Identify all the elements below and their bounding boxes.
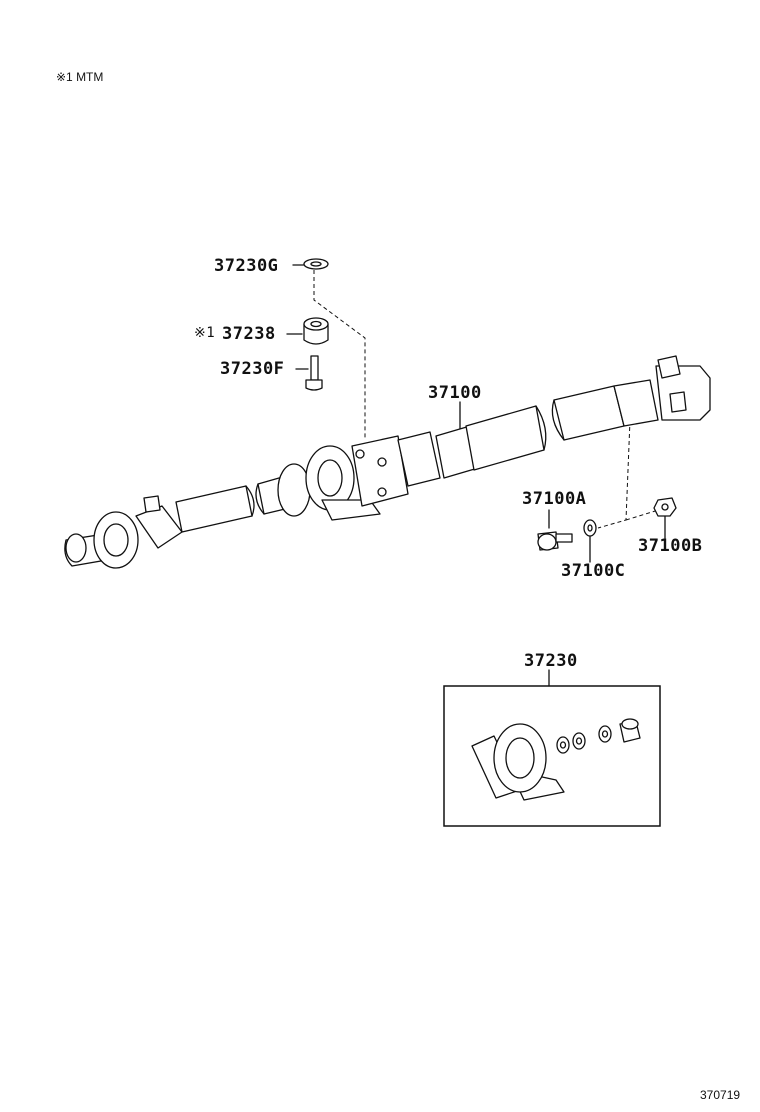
label-37100[interactable]: 37100: [428, 383, 482, 403]
leader-lines: [286, 264, 666, 687]
washer-37100C[interactable]: [583, 519, 597, 537]
label-37238[interactable]: 37238: [222, 324, 276, 344]
label-37100B[interactable]: 37100B: [638, 536, 703, 556]
washer-37230G[interactable]: [303, 258, 329, 270]
bolt-37100A[interactable]: [537, 531, 573, 551]
diagram-id: 370719: [700, 1088, 741, 1102]
label-37100C[interactable]: 37100C: [561, 561, 626, 581]
bolt-37230F[interactable]: [305, 355, 323, 391]
label-37230[interactable]: 37230: [524, 651, 578, 671]
propeller-shaft-37100[interactable]: [64, 355, 711, 569]
label-37230F[interactable]: 37230F: [220, 359, 285, 379]
dashed-guides: [313, 270, 666, 529]
cushion-37238[interactable]: [303, 317, 329, 345]
nut-37100B[interactable]: [653, 497, 677, 517]
label-37100A[interactable]: 37100A: [522, 489, 587, 509]
label-37238-prefix: ※1: [194, 325, 216, 341]
kit-box-37230[interactable]: [443, 685, 661, 827]
label-37230G[interactable]: 37230G: [214, 256, 279, 276]
note-mtm: ※1 MTM: [56, 70, 104, 84]
